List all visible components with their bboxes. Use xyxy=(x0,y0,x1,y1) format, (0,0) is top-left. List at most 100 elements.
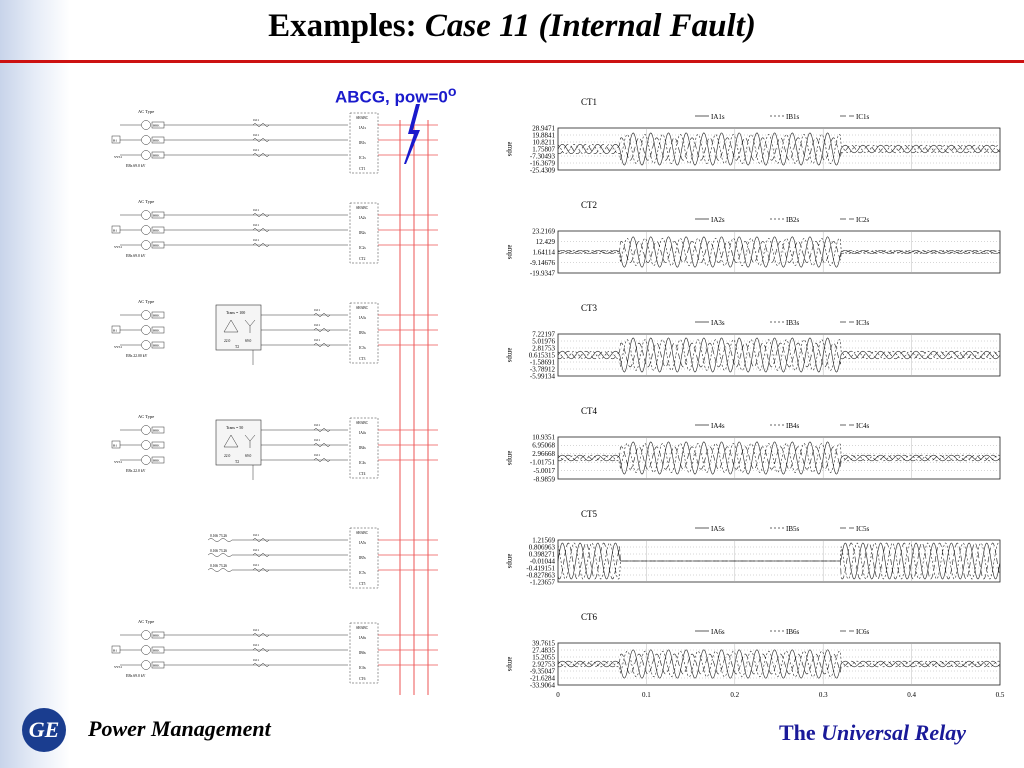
ct-row-label: IC3s xyxy=(359,346,366,350)
series-ib3s xyxy=(557,339,1000,371)
voltage-label: 69.0 xyxy=(245,454,251,458)
y-tick-label: 0.615315 xyxy=(529,351,556,359)
source-icon xyxy=(141,240,151,250)
y-tick-label: 39.7615 xyxy=(532,639,555,647)
legend-label: IA1s xyxy=(711,113,725,121)
source-icon xyxy=(141,630,151,640)
transformer-label: Trans = 50 xyxy=(226,425,243,430)
x-tick-label: 0.3 xyxy=(819,691,828,697)
legend-label: IB6s xyxy=(786,628,800,636)
eb-label: EBs 69.0 kV xyxy=(126,254,146,258)
y-tick-label: 19.8841 xyxy=(532,131,555,139)
transformer-label: Trans = 100 xyxy=(226,310,245,315)
wye-icon xyxy=(244,434,256,448)
source-icon xyxy=(141,225,151,235)
ct-row-label: IC4s xyxy=(359,461,366,465)
chart-title: CT1 xyxy=(581,97,597,107)
breaker-label: BRK xyxy=(153,444,160,448)
tx-label: T2 xyxy=(235,460,239,464)
series-ia2s xyxy=(557,236,1000,268)
resistor-icon xyxy=(252,123,270,127)
breaker-icon xyxy=(151,441,165,449)
y-axis-label: amps xyxy=(506,657,514,672)
resistor-icon xyxy=(313,328,331,332)
resistor-label: 0.01 xyxy=(253,208,259,212)
y-tick-label: 1.64114 xyxy=(533,248,556,256)
y-tick-label: -1.58691 xyxy=(530,358,556,366)
transformer-icon xyxy=(215,304,262,351)
series-ib6s xyxy=(557,650,1000,678)
legend-label: IA5s xyxy=(711,525,725,533)
legend-label: IA6s xyxy=(711,628,725,636)
y-tick-label: 27.4835 xyxy=(532,646,555,654)
resistor-label: 0.01 xyxy=(253,643,259,647)
series-ic1s xyxy=(557,137,1000,161)
series-ia4s xyxy=(557,441,1000,475)
legend-label: IB3s xyxy=(786,319,800,327)
breaker-label: BRK xyxy=(153,429,160,433)
y-tick-label: 7.22197 xyxy=(532,330,555,338)
resistor-label: 0.01 xyxy=(253,548,259,552)
ct-block xyxy=(349,622,379,684)
y-tick-label: -25.4309 xyxy=(530,166,556,174)
rl-label: 0.166 73.26 xyxy=(210,534,227,538)
bus-box xyxy=(111,440,121,449)
sys-label: SYS1 xyxy=(114,345,122,349)
breaker-icon xyxy=(151,326,165,334)
resistor-label: 0.01 xyxy=(253,223,259,227)
resistor-label: 0.01 xyxy=(314,323,320,327)
series-ic2s xyxy=(557,241,1000,263)
ct-row-label: IB3s xyxy=(359,331,366,335)
resistor-icon xyxy=(252,663,270,667)
lightning-bolt-icon xyxy=(404,104,420,164)
eb-label: EBs 22.00 kV xyxy=(126,354,148,358)
resistor-label: 0.01 xyxy=(253,148,259,152)
breaker-label: BRK xyxy=(153,124,160,128)
breaker-label: BRK xyxy=(153,244,160,248)
series-ic4s xyxy=(557,446,1000,470)
ct-row-label: IA3s xyxy=(359,316,367,320)
resistor-icon xyxy=(313,428,331,432)
y-tick-label: -5.0017 xyxy=(533,467,555,475)
y-axis-label: amps xyxy=(506,142,514,157)
ct-row-label: IB5s xyxy=(359,556,366,560)
y-tick-label: -1.01751 xyxy=(530,459,556,467)
bus-label: B1 xyxy=(113,649,117,653)
slide-title: Examples: Case 11 (Internal Fault) xyxy=(268,8,756,44)
ct-row-label: IA1s xyxy=(359,126,367,130)
y-axis-label: amps xyxy=(506,554,514,569)
resistor-label: 0.01 xyxy=(253,563,259,567)
bus-box xyxy=(111,225,121,234)
ct-label: CT6 xyxy=(359,677,366,681)
source-icon xyxy=(141,440,151,450)
switch-label: SHABC xyxy=(356,626,369,630)
switch-label: SHABC xyxy=(356,116,369,120)
y-tick-label: 10.8211 xyxy=(533,138,556,146)
resistor-icon xyxy=(252,153,270,157)
sys-label: SYS1 xyxy=(114,245,122,249)
series-ia6s xyxy=(557,649,1000,679)
tx-label: T2 xyxy=(235,345,239,349)
inductor-icon xyxy=(207,538,233,542)
resistor-icon xyxy=(313,343,331,347)
y-tick-label: 0.398271 xyxy=(529,550,556,558)
source-icon xyxy=(141,325,151,335)
source-icon xyxy=(141,425,151,435)
chart-title: CT3 xyxy=(581,303,598,313)
breaker-icon xyxy=(151,341,165,349)
voltage-label: 22.0 xyxy=(224,454,230,458)
y-tick-label: 28.9471 xyxy=(532,124,555,132)
legend-label: IC2s xyxy=(856,216,870,224)
bus-label: B1 xyxy=(113,229,117,233)
fault-annotation: ABCG, pow=0o xyxy=(335,84,457,107)
rl-label: 0.166 73.26 xyxy=(210,564,227,568)
delta-icon xyxy=(223,434,239,448)
legend-label: IC6s xyxy=(856,628,870,636)
